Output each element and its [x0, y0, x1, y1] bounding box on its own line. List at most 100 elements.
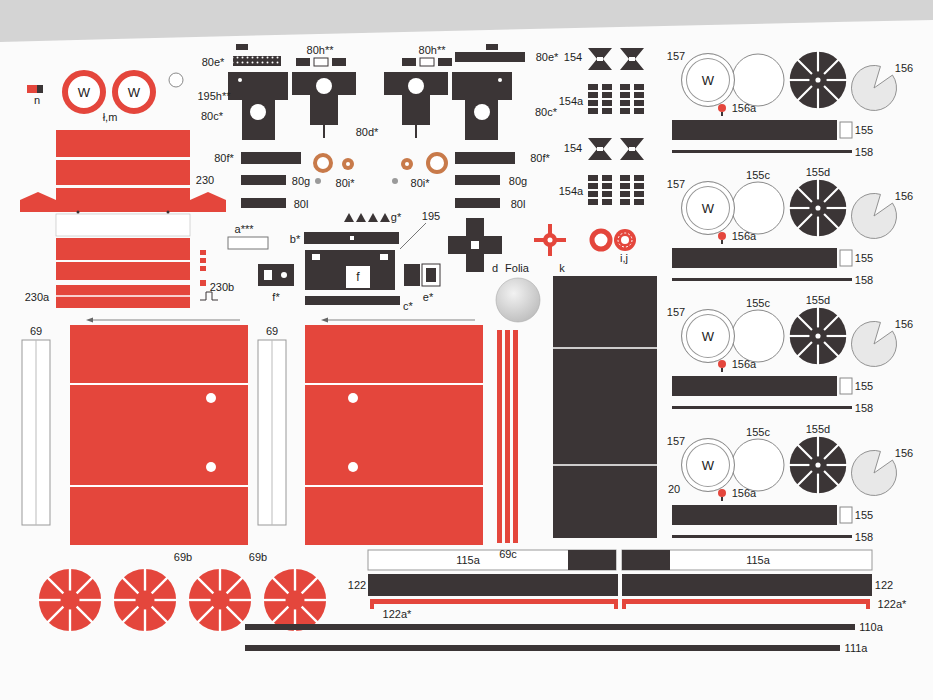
- assembly-195: [228, 237, 268, 249]
- part-number: 155d: [806, 424, 830, 435]
- panel-69: [86, 318, 93, 323]
- part-number: 157: [667, 436, 685, 447]
- panel-69: [325, 320, 475, 321]
- bracket-parts-80: [455, 198, 500, 208]
- body-panel-230: [200, 292, 218, 300]
- part-number: 156a: [732, 359, 756, 370]
- wheel-parts: [721, 240, 723, 244]
- wheel-parts: [718, 489, 726, 497]
- wheel-parts: [721, 368, 723, 372]
- bracket-parts-80: [236, 44, 248, 50]
- part-number: 80c*: [535, 107, 557, 118]
- body-panel-230: [56, 188, 190, 212]
- bracket-parts-80: [342, 158, 354, 170]
- strip-parts: [622, 599, 870, 604]
- panel-69: [348, 393, 358, 403]
- body-panel-230: [167, 211, 170, 214]
- assembly-195: [228, 213, 440, 305]
- strip-parts: [866, 599, 870, 609]
- small-parts: [37, 85, 43, 93]
- part-number: 80e*: [202, 57, 225, 68]
- wheel-parts: [672, 535, 852, 538]
- wheel-parts: [732, 54, 784, 106]
- part-number: 157: [667, 179, 685, 190]
- wheel-parts: [732, 439, 784, 491]
- panel-69: [70, 485, 248, 487]
- wheel-parts: [732, 310, 784, 362]
- body-panel-230: [56, 285, 190, 308]
- bracket-parts-80: [292, 72, 356, 125]
- part-number: 69b: [249, 552, 267, 563]
- strip-parts: [368, 574, 618, 596]
- part-number: 80f*: [530, 153, 550, 164]
- bracket-parts-80: [474, 104, 490, 120]
- parts-154: [588, 175, 612, 205]
- part-letter: W: [702, 330, 714, 343]
- body-panel-230: [190, 192, 226, 212]
- cross-parts: [548, 224, 552, 256]
- wheel-parts: [721, 497, 723, 501]
- bracket-parts-80: [346, 162, 350, 166]
- assembly-195: [305, 296, 400, 305]
- wheel-parts: [851, 65, 896, 110]
- part-number: 80f*: [214, 153, 234, 164]
- assembly-195: [380, 213, 390, 222]
- bracket-parts-80: [384, 72, 448, 125]
- panel-69: [553, 464, 657, 466]
- bracket-parts-80: [233, 56, 281, 66]
- part-number: 115a: [456, 555, 480, 566]
- bracket-parts-80: [315, 178, 321, 184]
- panel-69: [305, 485, 483, 487]
- cross-parts: [614, 229, 636, 251]
- wheel-parts: [721, 112, 723, 116]
- wheel-ring: W: [112, 70, 156, 114]
- part-number: 155c: [746, 170, 770, 181]
- part-number: 80h**: [307, 45, 334, 56]
- cross-parts: [534, 238, 566, 242]
- body-panel-230: [77, 211, 80, 214]
- wheel-parts: [840, 507, 852, 523]
- bracket-parts-80: [392, 178, 398, 184]
- panel-69: [70, 383, 248, 385]
- parts-154: [588, 48, 612, 70]
- assembly-195: [400, 223, 426, 249]
- bracket-parts-80: [408, 78, 424, 94]
- part-letter: W: [702, 202, 714, 215]
- body-panel-230: [20, 192, 56, 212]
- part-number: 69: [30, 326, 42, 337]
- part-number: 156: [895, 319, 913, 330]
- wheel-parts: [718, 232, 726, 240]
- part-number: i,j: [620, 253, 628, 264]
- assembly-195: [368, 213, 378, 222]
- part-number: 154a: [559, 96, 583, 107]
- part-number: 230a: [25, 292, 49, 303]
- part-number: 122: [348, 580, 366, 591]
- part-number: 156a: [732, 103, 756, 114]
- body-panel-230: [200, 266, 206, 271]
- part-number: 80d*: [356, 127, 379, 138]
- part-number: k: [559, 263, 565, 274]
- panel-69: [70, 325, 248, 545]
- body-panel-230: [56, 130, 190, 157]
- wheel-parts: [851, 193, 896, 238]
- parts-154: [588, 48, 644, 205]
- cross-parts: [621, 236, 629, 244]
- part-number: 80g: [292, 176, 310, 187]
- part-number: 80i*: [411, 178, 430, 189]
- bracket-parts-80: [228, 72, 288, 140]
- cross-parts: [496, 278, 540, 322]
- part-number: 154: [564, 52, 582, 63]
- cross-parts: [548, 238, 553, 243]
- bracket-parts-80: [314, 58, 328, 66]
- part-number: 230b: [210, 282, 234, 293]
- bracket-parts-80: [241, 198, 286, 208]
- part-number: 157: [667, 51, 685, 62]
- part-number: 156: [895, 448, 913, 459]
- panel-69: [348, 462, 358, 472]
- part-number: 155d: [806, 167, 830, 178]
- part-number: a***: [235, 224, 254, 235]
- assembly-195: [304, 232, 399, 244]
- wheel-parts: [851, 450, 896, 495]
- wheel-parts: [672, 505, 837, 525]
- strip-parts: [368, 550, 616, 570]
